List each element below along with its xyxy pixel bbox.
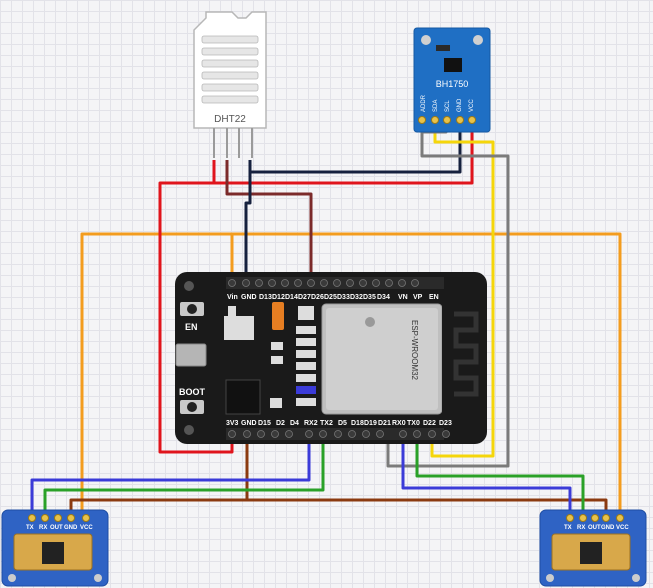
dht22-label: DHT22 [214,114,246,125]
bh1750-sensor[interactable]: BH1750 ADDR SDA SCL GND VCC [413,27,491,133]
wire-brown-gnd [69,440,249,518]
esp32-en-button[interactable] [180,302,204,316]
esp32-antenna [453,311,479,397]
gps-left-pin-gnd: GND [64,525,78,531]
gps-right-pin-vcc: VCC [616,525,629,531]
gps-right-hole-br [632,574,640,582]
gps-right-pin-tx: TX [564,525,572,531]
esp32-pin-d13: D13 [259,294,272,301]
wire-blue-right [401,440,572,518]
gps-module-right[interactable]: TX RX OUT GND VCC [539,509,647,587]
bh1750-pin-pads [418,116,476,124]
gps-left-pin-tx: TX [26,525,34,531]
gps-right-pin-rx: RX [577,525,585,531]
bh1750-pin-vcc: VCC [469,99,475,112]
esp32-pin-d23: D23 [439,420,452,427]
wire-navy-gnd [248,120,462,174]
esp32-board[interactable]: Vin GND D13 D12 D14 D27 D26 D25 D33 D32 … [175,272,487,444]
esp32-pin-d25: D25 [324,294,337,301]
esp32-wroom-module: ESP-WROOM32 [321,303,480,415]
esp32-pin-d14: D14 [285,294,298,301]
esp32-pin-d15: D15 [258,420,271,427]
esp32-pin-gnd-bottom: GND [241,420,257,427]
gps-right-hole-bl [546,574,554,582]
bh1750-pin-labels: ADDR SDA SCL GND VCC [421,94,475,112]
esp32-pin-d33: D33 [337,294,350,301]
esp32-pin-d2: D2 [276,420,285,427]
gps-left-pin-out: OUT [50,525,63,531]
wire-blue-left [30,440,311,518]
wire-green-right [415,440,585,518]
bh1750-board [413,27,491,133]
gps-left-pin-pads [28,514,90,522]
wire-navy-gnd2 [244,172,252,283]
gps-right-chip [580,542,602,564]
esp32-mount-bl [184,425,194,435]
esp32-boot-button[interactable] [180,400,204,414]
bh1750-pin-addr: ADDR [421,94,427,112]
dht22-sensor[interactable]: DHT22 [193,11,267,158]
esp32-pin-3v3: 3V3 [226,420,239,427]
esp32-pin-d4: D4 [290,420,299,427]
bh1750-hole-right [473,35,483,45]
wire-red-3v3 [158,120,474,454]
bh1750-label: BH1750 [436,79,469,89]
bh1750-hole-left [421,35,431,45]
esp32-en-label: EN [185,322,198,332]
gps-left-chip [42,542,64,564]
gps-module-left[interactable]: TX RX OUT GND VCC [1,509,109,587]
esp32-pin-d35: D35 [363,294,376,301]
esp32-pin-d26: D26 [311,294,324,301]
esp32-pin-d21: D21 [378,420,391,427]
esp32-bottom-header [226,428,450,440]
esp32-pin-tx0: TX0 [407,420,420,427]
esp32-module-text: ESP-WROOM32 [410,320,419,381]
esp32-pin-vn: VN [398,294,408,301]
wire-maroon-data [225,160,313,283]
wires [30,120,622,520]
esp32-pin-gnd-top: GND [241,294,257,301]
esp32-pin-d34: D34 [377,294,390,301]
esp32-pin-vin: Vin [227,294,238,301]
gps-left-pin-vcc: VCC [80,525,93,531]
bh1750-pin-sda: SDA [433,100,439,112]
gps-right-pin-pads [566,514,624,522]
esp32-bottom-labels: 3V3 GND D15 D2 D4 RX2 TX2 D5 D18 D19 D21… [226,420,452,427]
esp32-pin-d12: D12 [272,294,285,301]
gps-left-hole-br [94,574,102,582]
bh1750-component [436,45,450,51]
esp32-top-labels: Vin GND D13 D12 D14 D27 D26 D25 D33 D32 … [227,294,439,301]
esp32-pin-d19: D19 [364,420,377,427]
esp32-pin-d18: D18 [351,420,364,427]
esp32-pin-rx0: RX0 [392,420,406,427]
wire-green-left [43,440,325,518]
esp32-pin-en: EN [429,294,439,301]
bh1750-pin-gnd: GND [457,98,463,112]
gps-right-pin-labels: TX RX OUT GND VCC [564,525,629,531]
gps-right-pin-out: OUT [588,525,601,531]
esp32-pin-tx2: TX2 [320,420,333,427]
esp32-pin-rx2: RX2 [304,420,318,427]
gps-right-pin-gnd: GND [601,525,615,531]
gps-left-pin-labels: TX RX OUT GND VCC [26,525,93,531]
wire-yellow-sda [430,120,495,458]
dht22-body [193,11,267,129]
esp32-usb-port [175,343,207,367]
dht22-grille [201,35,259,104]
esp32-pin-d5: D5 [338,420,347,427]
esp32-pin-d27: D27 [298,294,311,301]
esp32-mount-tl [184,281,194,291]
bh1750-chip [444,58,462,72]
bh1750-pin-scl: SCL [445,100,451,112]
esp32-pin-d32: D32 [350,294,363,301]
dht22-legs [213,128,253,158]
esp32-pin-d22: D22 [423,420,436,427]
gps-left-hole-bl [8,574,16,582]
esp32-components [224,302,316,415]
gps-left-pin-rx: RX [39,525,47,531]
esp32-top-header [226,277,444,289]
esp32-pin-vp: VP [413,294,423,301]
esp32-boot-label: BOOT [179,387,206,397]
